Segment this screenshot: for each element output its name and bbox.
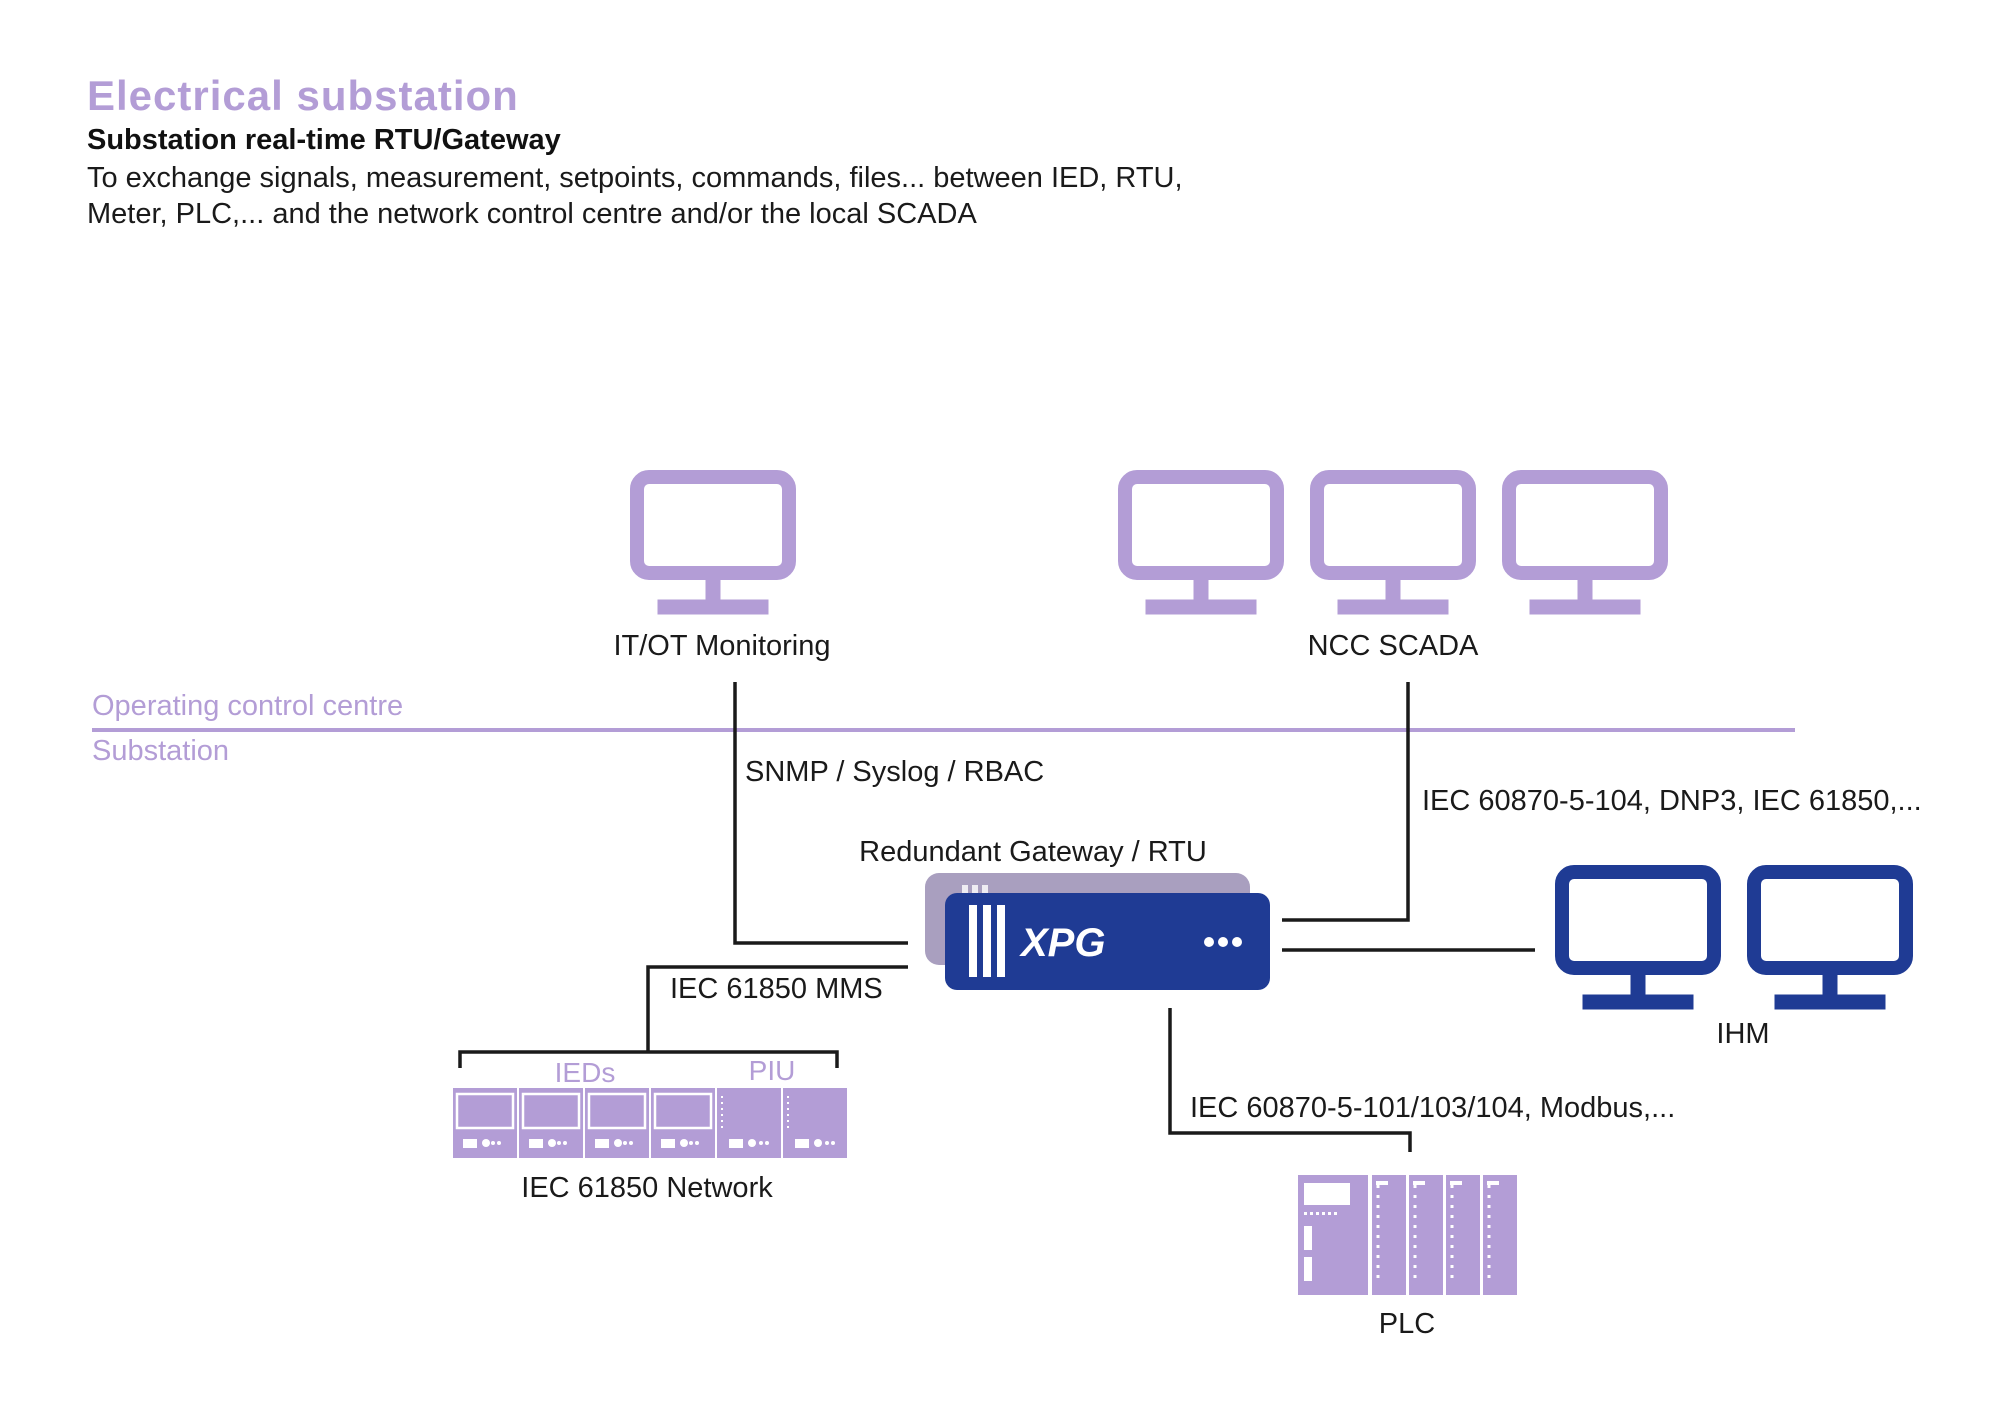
iec-61850-network-label: IEC 61850 Network	[521, 1172, 773, 1204]
ihm-monitor-icon	[1562, 872, 1714, 1009]
piu-device-icon	[717, 1088, 781, 1158]
plc-rack-icon	[1298, 1175, 1517, 1295]
connection-lines	[458, 682, 1535, 1152]
link-gateway-ied-network	[646, 965, 908, 1052]
xpg-logo: XPG	[1019, 921, 1105, 965]
gateway-device-icon: XPG	[925, 873, 1270, 990]
link-ncc-gateway	[1282, 682, 1410, 922]
page-subtitle: Substation real-time RTU/Gateway	[87, 124, 561, 156]
redundant-gateway-label: Redundant Gateway / RTU	[859, 836, 1207, 868]
ied-device-icon	[517, 1086, 585, 1160]
link-gateway-plc	[1168, 1008, 1412, 1152]
snmp-syslog-rbac-label: SNMP / Syslog / RBAC	[745, 756, 1044, 788]
it-ot-monitor-icon	[637, 477, 789, 614]
ncc-protocols-label: IEC 60870-5-104, DNP3, IEC 61850,...	[1422, 785, 1922, 817]
ied-device-icon	[583, 1086, 651, 1160]
ihm-monitor-icon	[1754, 872, 1906, 1009]
zone-label-substation: Substation	[92, 735, 229, 767]
ieds-label: IEDs	[555, 1057, 616, 1088]
iec-61850-mms-label: IEC 61850 MMS	[670, 973, 883, 1005]
plc-label: PLC	[1379, 1308, 1435, 1340]
zone-label-operating-control-centre: Operating control centre	[92, 690, 403, 722]
it-ot-monitoring-label: IT/OT Monitoring	[613, 630, 830, 662]
link-ied-bus	[458, 1050, 839, 1068]
ncc-scada-label: NCC SCADA	[1308, 630, 1479, 662]
ncc-monitor-icon	[1509, 477, 1661, 614]
link-it-ot-gateway	[733, 682, 908, 945]
ied-device-icon	[451, 1086, 519, 1160]
piu-label: PIU	[749, 1055, 796, 1086]
page-description: To exchange signals, measurement, setpoi…	[87, 162, 1183, 230]
ncc-monitor-icon	[1317, 477, 1469, 614]
ied-device-icon	[649, 1086, 717, 1160]
piu-device-icon	[783, 1088, 847, 1158]
ihm-label: IHM	[1716, 1018, 1769, 1050]
page-title: Electrical substation	[87, 72, 519, 119]
ncc-monitor-icon	[1125, 477, 1277, 614]
plc-protocols-label: IEC 60870-5-101/103/104, Modbus,...	[1190, 1092, 1675, 1124]
